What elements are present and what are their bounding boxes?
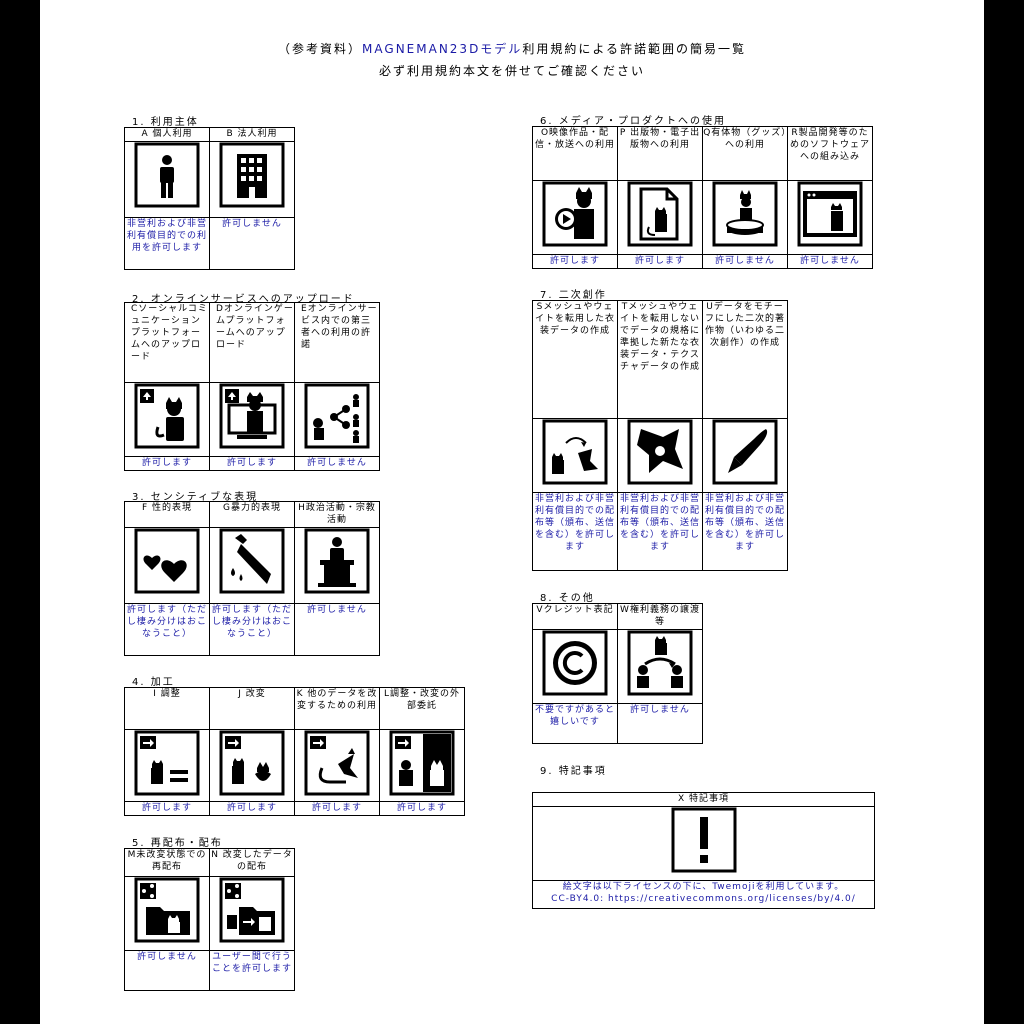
upload-avatar-icon xyxy=(134,383,200,449)
copyright-icon xyxy=(542,630,608,696)
section-7-table: Sメッシュやウェイトを転用した衣装データの作成 Tメッシュやウェイトを転用しない… xyxy=(532,300,788,571)
item-result: 許可しません xyxy=(787,254,873,269)
item-label: O映像作品・配信・放送への利用 xyxy=(532,126,618,181)
item-result: 許可します xyxy=(209,801,295,816)
item-result: 許可します xyxy=(294,801,380,816)
document-title: （参考資料）MAGNEMAN23Dモデル利用規約による許諾範囲の簡易一覧 xyxy=(40,40,984,57)
section-heading: 8. その他 xyxy=(540,593,595,604)
section-1-table: A 個人利用 B 法人利用 非営利および非営利有償目的での利用を許可します 許可… xyxy=(124,127,295,270)
section-3-table: F 性的表現 G暴力的表現 H政治活動・宗教活動 許可します（ただし棲み分けはお… xyxy=(124,501,380,656)
item-result: 許可します xyxy=(124,801,210,816)
speaker-podium-icon xyxy=(304,528,370,594)
item-result: 許可しません xyxy=(702,254,788,269)
item-label: B 法人利用 xyxy=(209,127,295,142)
item-label: I 調整 xyxy=(124,687,210,730)
outsource-icon xyxy=(389,730,455,796)
fountain-pen-icon xyxy=(712,419,778,485)
item-label: Sメッシュやウェイトを転用した衣装データの作成 xyxy=(532,300,618,419)
item-label: X 特記事項 xyxy=(532,792,875,807)
document-subtitle: 必ず利用規約本文を併せてご確認ください xyxy=(378,64,645,78)
ribbon-cat-icon xyxy=(304,730,370,796)
item-result: 許可しません xyxy=(617,703,703,744)
modify-icon xyxy=(219,730,285,796)
item-label: Uデータをモチーフにした二次的著作物（いわゆる二次創作）の作成 xyxy=(702,300,788,419)
item-label: F 性的表現 xyxy=(124,501,210,528)
section-heading: 6. メディア・プロダクトへの使用 xyxy=(540,116,727,127)
share-modified-folder-icon xyxy=(219,877,285,943)
item-result: 許可します xyxy=(124,456,210,471)
license-line-1: 絵文字は以下ライセンスの下に、Twemojiを利用しています。 xyxy=(562,882,845,892)
item-result: 許可します xyxy=(379,801,465,816)
section-4-table: I 調整 J 改変 K 他のデータを改変するための利用 L調整・改変の外部委託 … xyxy=(124,687,465,816)
item-label: M未改変状態での再配布 xyxy=(124,848,210,877)
bloody-knife-icon xyxy=(219,528,285,594)
item-result: 許可しません xyxy=(209,217,295,270)
item-result: 許可します xyxy=(532,254,618,269)
title-prefix: （参考資料） xyxy=(278,42,363,56)
item-result: 非営利および非営利有償目的での配布等（頒布、送信を含む）を許可します xyxy=(532,492,618,571)
section-6-table: O映像作品・配信・放送への利用 P 出版物・電子出版物への利用 Q有体物（グッズ… xyxy=(532,126,873,269)
item-result: 非営利および非営利有償目的での配布等（頒布、送信を含む）を許可します xyxy=(617,492,703,571)
item-label: P 出版物・電子出版物への利用 xyxy=(617,126,703,181)
item-result: ユーザー間で行うことを許可します xyxy=(209,950,295,991)
item-result: 許可しません xyxy=(294,603,380,656)
section-heading: 2. オンラインサービスへのアップロード xyxy=(132,294,355,305)
item-label: J 改変 xyxy=(209,687,295,730)
exclamation-icon xyxy=(671,807,736,873)
office-building-icon xyxy=(219,142,285,208)
software-window-icon xyxy=(797,181,863,247)
item-label: Tメッシュやウェイトを転用しないでデータの規格に準拠した新たな衣装データ・テクス… xyxy=(617,300,703,419)
item-label: K 他のデータを改変するための利用 xyxy=(294,687,380,730)
share-folder-icon xyxy=(134,877,200,943)
license-line-2: CC-BY4.0: https://creativecommons.org/li… xyxy=(551,894,856,904)
person-icon xyxy=(134,142,200,208)
adjust-equal-icon xyxy=(134,730,200,796)
video-play-icon xyxy=(542,181,608,247)
item-label: G暴力的表現 xyxy=(209,501,295,528)
item-label: L調整・改変の外部委託 xyxy=(379,687,465,730)
item-label: W権利義務の譲渡等 xyxy=(617,603,703,630)
item-label: A 個人利用 xyxy=(124,127,210,142)
item-result: 許可します xyxy=(209,456,295,471)
section-heading: 4. 加工 xyxy=(132,677,175,688)
item-label: Eオンラインサービス内での第三者への利用の許諾 xyxy=(294,302,380,383)
item-label: N 改変したデータの配布 xyxy=(209,848,295,877)
item-label: H政治活動・宗教活動 xyxy=(294,501,380,528)
item-result: 許可します xyxy=(617,254,703,269)
item-label: Dオンラインゲームプラットフォームへのアップロード xyxy=(209,302,295,383)
document-page: （参考資料）MAGNEMAN23Dモデル利用規約による許諾範囲の簡易一覧 必ず利… xyxy=(40,0,984,1024)
item-result: 許可しません xyxy=(124,950,210,991)
license-notice: 絵文字は以下ライセンスの下に、Twemojiを利用しています。 CC-BY4.0:… xyxy=(532,880,875,909)
section-heading: 7. 二次創作 xyxy=(540,290,607,301)
item-result: 許可します（ただし棲み分けはおこなうこと） xyxy=(124,603,210,656)
section-heading: 5. 再配布・配布 xyxy=(132,838,223,849)
section-heading: 3. センシティブな表現 xyxy=(132,492,259,503)
mesh-transfer-icon xyxy=(542,419,608,485)
section-heading: 9. 特記事項 xyxy=(540,766,607,777)
section-2-table: Cソーシャルコミュニケーションプラットフォームへのアップロード Dオンラインゲー… xyxy=(124,302,380,471)
section-5-table: M未改変状態での再配布 N 改変したデータの配布 許可しません ユーザー間で行う… xyxy=(124,848,295,991)
item-label: R製品開発等のためのソフトウェアへの組み込み xyxy=(787,126,873,181)
item-result: 許可します（ただし棲み分けはおこなうこと） xyxy=(209,603,295,656)
figure-goods-icon xyxy=(712,181,778,247)
item-label: Q有体物（グッズ）への利用 xyxy=(702,126,788,181)
transfer-rights-icon xyxy=(627,630,693,696)
hearts-icon xyxy=(134,528,200,594)
item-label: Cソーシャルコミュニケーションプラットフォームへのアップロード xyxy=(124,302,210,383)
section-heading: 1. 利用主体 xyxy=(132,117,199,128)
item-result: 許可しません xyxy=(294,456,380,471)
title-suffix: 利用規約による許諾範囲の簡易一覧 xyxy=(522,42,746,56)
share-third-party-icon xyxy=(304,383,370,449)
item-result: 非営利および非営利有償目的での利用を許可します xyxy=(124,217,210,270)
item-result: 不要ですがあると嬉しいです xyxy=(532,703,618,744)
item-label: Vクレジット表記 xyxy=(532,603,618,630)
upload-game-icon xyxy=(219,383,285,449)
item-result: 非営利および非営利有償目的での配布等（頒布、送信を含む）を許可します xyxy=(702,492,788,571)
new-costume-icon xyxy=(627,419,693,485)
title-brand: MAGNEMAN23Dモデル xyxy=(362,42,523,56)
publication-icon xyxy=(627,181,693,247)
section-8-table: Vクレジット表記 W権利義務の譲渡等 不要ですがあると嬉しいです 許可しません xyxy=(532,603,703,744)
section-9-table: X 特記事項 絵文字は以下ライセンスの下に、Twemojiを利用しています。 CC… xyxy=(532,792,875,909)
